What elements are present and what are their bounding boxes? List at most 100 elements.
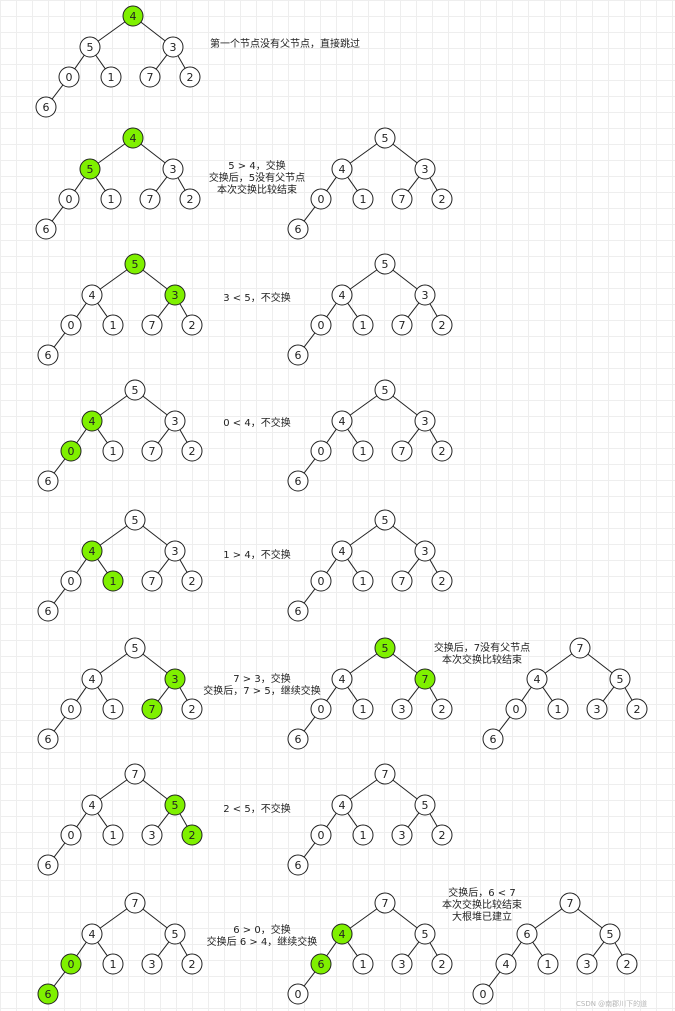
tree-edge: [142, 653, 168, 674]
tree-node: 3: [141, 824, 163, 846]
tree-edge: [76, 686, 87, 702]
tree-node: 7: [124, 763, 146, 785]
tree-edge: [587, 653, 613, 674]
node-value: 5: [382, 132, 389, 145]
node-circle: [331, 668, 353, 690]
tree-edge: [142, 395, 168, 416]
tree-node: 6: [482, 728, 504, 750]
node-value: 6: [295, 475, 302, 488]
node-value: 0: [68, 829, 75, 842]
tree-edge: [76, 302, 87, 318]
step-note: 第一个节点没有父节点，直接跳过: [210, 37, 360, 50]
tree-node: 3: [162, 158, 184, 180]
node-circle: [60, 440, 82, 462]
tree-node: 1: [352, 824, 374, 846]
tree-edge: [99, 653, 128, 674]
tree-edge: [51, 206, 64, 222]
tree-edge: [179, 303, 188, 317]
tree-node: 7: [559, 892, 581, 914]
node-circle: [287, 218, 309, 240]
node-value: 3: [399, 829, 406, 842]
node-circle: [124, 892, 146, 914]
tree-node: 5: [124, 379, 146, 401]
tree-node: 6: [516, 923, 538, 945]
tree-edge: [51, 84, 64, 100]
node-circle: [431, 188, 453, 210]
tree-node: 7: [569, 637, 591, 659]
node-value: 2: [187, 71, 194, 84]
node-value: 6: [524, 928, 531, 941]
tree-edge: [97, 428, 108, 444]
tree-node: 6: [287, 854, 309, 876]
node-circle: [374, 892, 396, 914]
tree-edge: [140, 143, 166, 164]
node-value: 3: [584, 958, 591, 971]
tree-node: 1: [537, 953, 559, 975]
node-value: 7: [567, 897, 574, 910]
node-circle: [599, 923, 621, 945]
node-value: 6: [45, 475, 52, 488]
node-value: 4: [130, 132, 137, 145]
tree-node: 0: [60, 953, 82, 975]
note-line: 0 < 4，不交换: [223, 416, 290, 429]
tree-edge: [157, 302, 170, 318]
tree-edge: [303, 716, 316, 732]
note-line: 大根堆已建立: [452, 910, 512, 923]
tree-edge: [429, 942, 438, 956]
node-circle: [124, 509, 146, 531]
tree-node: 5: [124, 253, 146, 275]
node-circle: [37, 983, 59, 1005]
note-line: 3 < 5，不交换: [223, 291, 290, 304]
watermark: CSDN @南郡川下的道: [576, 999, 647, 1008]
node-value: 1: [110, 703, 117, 716]
tree-edge: [303, 842, 316, 858]
tree-edge: [429, 177, 438, 191]
tree-node: 0: [60, 314, 82, 336]
tree-node: 5: [374, 253, 396, 275]
tree-node: 4: [81, 668, 103, 690]
node-circle: [35, 96, 57, 118]
node-value: 5: [382, 258, 389, 271]
node-value: 3: [422, 415, 429, 428]
tree-node: 6: [287, 600, 309, 622]
tree-edge: [140, 21, 166, 42]
node-value: 5: [132, 384, 139, 397]
tree-edge: [53, 332, 66, 348]
tree-edge: [53, 588, 66, 604]
node-value: 7: [149, 319, 156, 332]
tree-edge: [498, 716, 511, 732]
node-value: 6: [45, 988, 52, 1001]
node-circle: [37, 728, 59, 750]
node-circle: [141, 440, 163, 462]
tree-edge: [544, 653, 573, 674]
tree-edge: [407, 302, 420, 318]
tree-node: 0: [287, 983, 309, 1005]
tree-edge: [97, 686, 108, 702]
tree-node: 0: [472, 983, 494, 1005]
tree-node: 2: [431, 314, 453, 336]
tree-node: 3: [391, 698, 413, 720]
node-circle: [576, 953, 598, 975]
tree-node: 0: [60, 440, 82, 462]
node-circle: [181, 570, 203, 592]
note-line: 交换后，7 > 5，继续交换: [203, 684, 320, 697]
tree-node: 3: [414, 284, 436, 306]
tree-edge: [97, 21, 126, 42]
tree-edge: [179, 429, 188, 443]
node-circle: [431, 698, 453, 720]
tree-edge: [157, 558, 170, 574]
node-value: 1: [110, 958, 117, 971]
node-circle: [100, 66, 122, 88]
tree-edge: [407, 941, 420, 957]
node-value: 3: [170, 163, 177, 176]
tree-edge: [602, 686, 615, 702]
node-circle: [391, 570, 413, 592]
node-value: 2: [189, 958, 196, 971]
tree-node: 2: [626, 698, 648, 720]
